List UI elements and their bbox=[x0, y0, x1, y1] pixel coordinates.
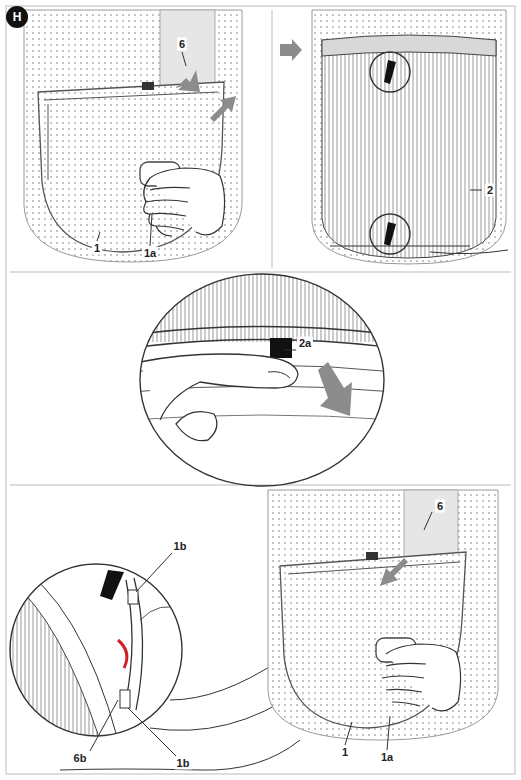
callout-number: 1a bbox=[379, 751, 395, 764]
purifier-top-left bbox=[24, 10, 242, 262]
callout-number: 1 bbox=[92, 242, 102, 255]
section-badge: H bbox=[6, 6, 28, 28]
purifier-bottom-right bbox=[60, 490, 498, 770]
callout-number: 6 bbox=[435, 500, 445, 513]
latch-detail bbox=[8, 553, 300, 756]
callout-number: 1a bbox=[142, 247, 158, 260]
tab-detail bbox=[130, 272, 395, 486]
callout-number: 6b bbox=[72, 752, 89, 765]
callout-number: 6 bbox=[177, 38, 187, 51]
callout-number: 1 bbox=[340, 746, 350, 759]
callout-number: 1b bbox=[172, 540, 189, 553]
filter-view bbox=[312, 10, 508, 264]
callout-number: 2 bbox=[485, 184, 495, 197]
callout-number: 1b bbox=[175, 757, 192, 770]
section-letter: H bbox=[6, 6, 28, 28]
callout-number: 2a bbox=[297, 337, 313, 350]
